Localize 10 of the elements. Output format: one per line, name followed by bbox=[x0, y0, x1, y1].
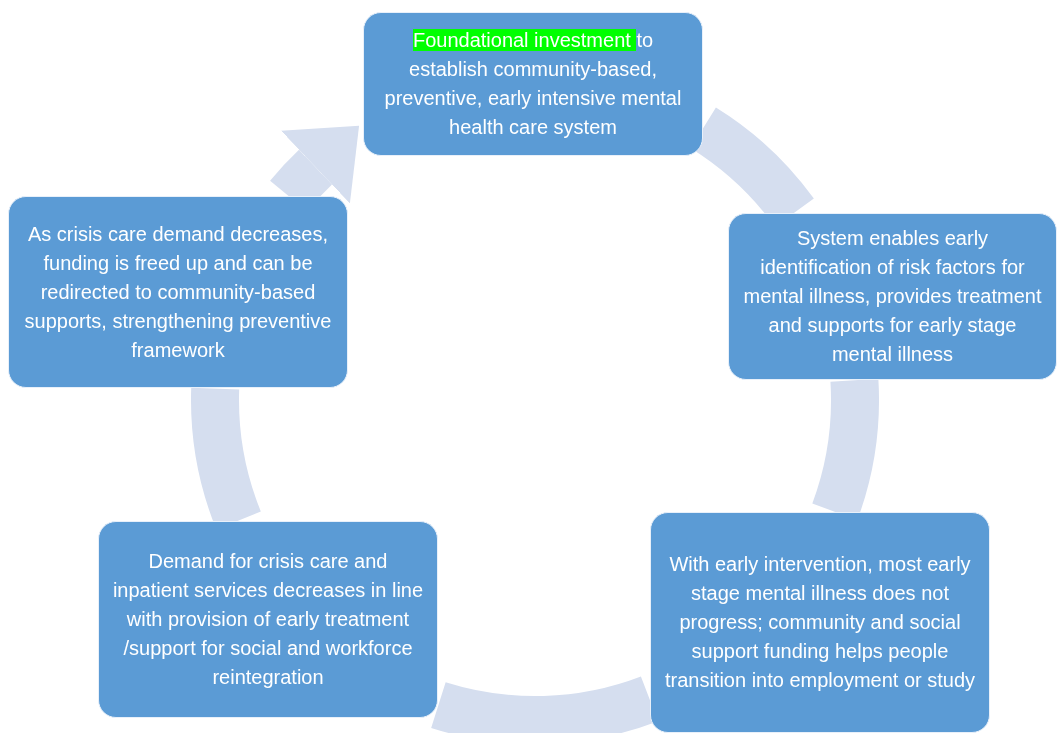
node-text: System enables early identification of risk factors for mental illness, provides treatment and supports for early stage mental illness bbox=[742, 226, 1043, 367]
process-box bbox=[8, 196, 348, 388]
node-text: As crisis care demand decreases, funding is freed up and can be redirected to community-based supports, strengthening preventive framework bbox=[23, 221, 333, 363]
node-text: Foundational investment to establish community-based, preventive, early intensive mental health care system bbox=[383, 28, 683, 140]
node-text: With early intervention, most early stage mental illness does not progress; community and social support funding helps people transition into employment or study bbox=[663, 552, 977, 693]
process-box bbox=[363, 12, 703, 156]
process-box bbox=[728, 213, 1057, 380]
process-box bbox=[98, 521, 438, 718]
node-text: Demand for crisis care and inpatient services decreases in line with provision of early treatment /support for social and workforce reintegration bbox=[111, 549, 425, 690]
process-box bbox=[650, 512, 990, 733]
